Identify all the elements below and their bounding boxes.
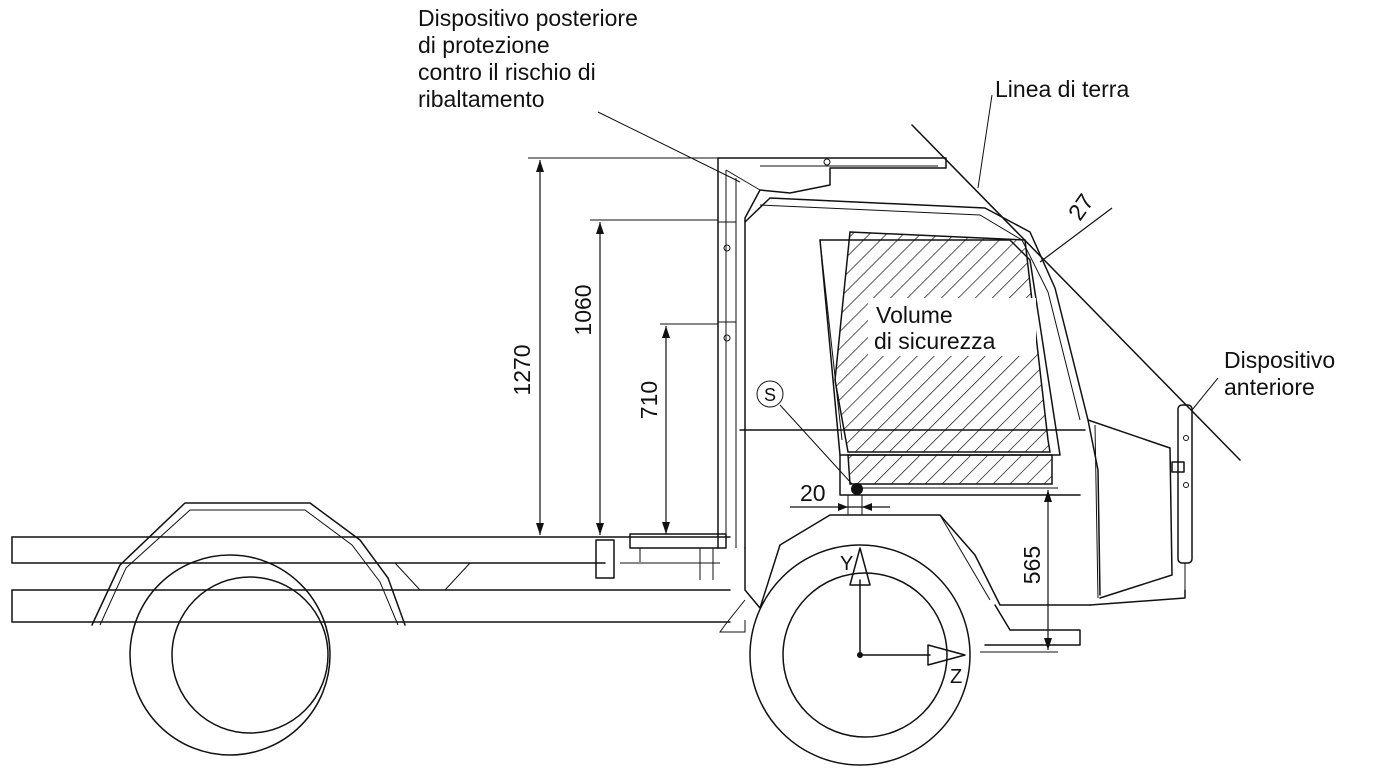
dimension-710-label: 710 xyxy=(636,381,662,419)
safety-volume xyxy=(834,231,1053,485)
dimension-1270-label: 1270 xyxy=(509,344,535,395)
front-device-label-line1: Dispositivo xyxy=(1224,347,1335,373)
dimension-20 xyxy=(790,495,890,515)
dimension-1060-label: 1060 xyxy=(570,284,596,335)
dimension-710 xyxy=(660,323,718,534)
dimension-20-label: 20 xyxy=(800,480,826,506)
front-wheel xyxy=(749,544,971,766)
coordinate-axes xyxy=(849,547,966,666)
rear-wheel xyxy=(129,554,331,756)
ground-line-label: Linea di terra xyxy=(995,76,1129,102)
axis-z-label: Z xyxy=(950,666,962,688)
front-device-label-line2: anteriore xyxy=(1224,374,1315,400)
bonnet xyxy=(1087,419,1186,606)
angle-mark-27 xyxy=(1039,207,1113,263)
ground-line xyxy=(911,94,1241,461)
seat-point-label: S xyxy=(764,385,776,405)
seat-reference-point xyxy=(756,380,863,495)
rear-device-label-line4: ribaltamento xyxy=(418,86,545,112)
chassis-frame xyxy=(11,536,731,623)
rear-rollover-frame xyxy=(717,157,947,549)
rear-device-leader xyxy=(597,111,741,183)
rear-device-label-line2: di protezione xyxy=(418,32,550,58)
angle-27-label: 27 xyxy=(1063,189,1099,225)
axis-y-label: Y xyxy=(840,553,853,575)
rear-platform xyxy=(629,533,727,580)
rear-device-label-line3: contro il rischio di xyxy=(418,59,596,85)
dimension-1270 xyxy=(528,157,718,535)
dimension-565 xyxy=(860,487,1058,653)
safety-volume-label-line2: di sicurezza xyxy=(874,328,996,354)
safety-volume-label-line1: Volume xyxy=(876,302,953,328)
rear-device-label-line1: Dispositivo posteriore xyxy=(418,5,638,31)
rear-fender xyxy=(91,502,406,626)
front-device-leader xyxy=(1191,377,1219,411)
dimension-1060 xyxy=(590,219,718,535)
dimension-565-label: 565 xyxy=(1019,546,1045,584)
front-protection-device xyxy=(1171,404,1193,598)
